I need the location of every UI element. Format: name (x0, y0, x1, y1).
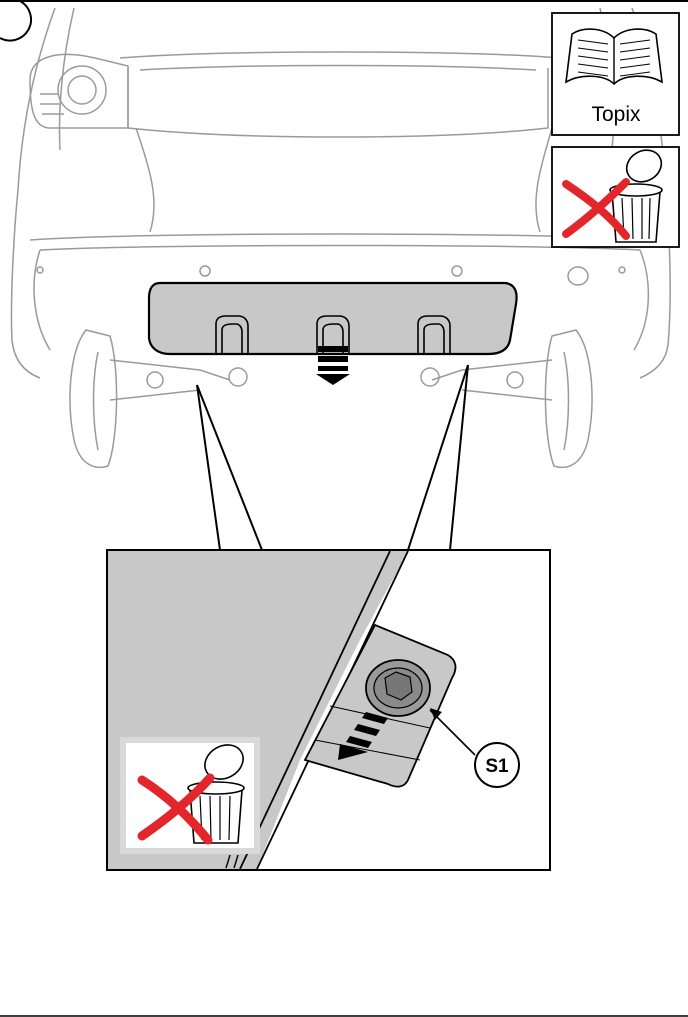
bolt-s1 (365, 659, 431, 717)
bin-disposal-icon (551, 146, 680, 248)
zoom-leader-lines (196, 364, 469, 551)
callout-s1-label: S1 (485, 756, 509, 777)
s1-leader-line (429, 709, 476, 756)
manual-label: Topix (591, 103, 641, 126)
panel-tabs (215, 315, 451, 354)
manual-book-icon[interactable]: Topix (551, 12, 680, 136)
arrow-down-icon (316, 346, 350, 385)
underbody-cover-panel (147, 281, 518, 356)
arrow-down-icon (338, 712, 388, 760)
callout-s1-circle (474, 742, 520, 788)
step-number-badge (0, 0, 33, 42)
bin-disposal-icon (120, 737, 260, 854)
